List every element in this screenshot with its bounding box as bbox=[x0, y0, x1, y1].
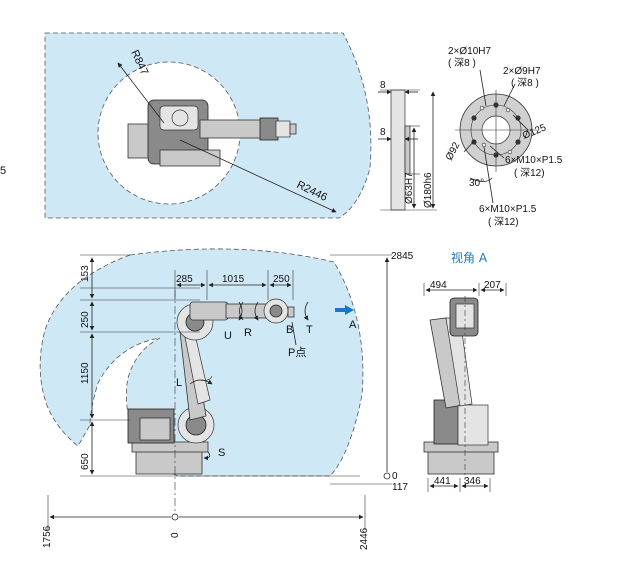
side-view: U R B T L S P点 A 285 1015 250 bbox=[39, 248, 414, 550]
hole2-depth: ( 深8 ) bbox=[511, 77, 539, 89]
view-a-dim-494: 494 bbox=[430, 280, 447, 291]
flange-bolt-holes bbox=[471, 102, 521, 158]
axis-b: B bbox=[286, 324, 293, 336]
tool-center-point-label: P点 bbox=[288, 346, 306, 359]
r2446-leader bbox=[179, 139, 337, 213]
flange-shaft-diameter: Ø63H7 bbox=[404, 172, 415, 204]
side-view-robot bbox=[127, 298, 295, 475]
thread1-spec: 6×M10×P1.5 bbox=[505, 155, 563, 166]
dim-left-650: 650 bbox=[80, 453, 91, 470]
dim-top-1015: 1015 bbox=[222, 274, 245, 285]
pcd-92-label: Ø92 bbox=[444, 140, 463, 162]
axis-t: T bbox=[306, 324, 313, 336]
ruler-zero: 0 bbox=[170, 532, 181, 538]
view-a-arrow bbox=[335, 305, 354, 315]
top-view-robot bbox=[127, 99, 297, 167]
view-a-dim-346: 346 bbox=[464, 476, 481, 487]
axis-r: R bbox=[244, 327, 252, 339]
thread2-depth: ( 深12) bbox=[488, 216, 519, 228]
ruler-right-2446: 2446 bbox=[359, 527, 370, 550]
axis-u: U bbox=[224, 330, 232, 342]
ruler-left-1756: 1756 bbox=[42, 525, 53, 548]
edge-fragment-text: 5 bbox=[0, 165, 6, 177]
flange-profile-plate bbox=[390, 89, 406, 211]
dim-top-250: 250 bbox=[273, 274, 290, 285]
dim-left-250: 250 bbox=[80, 311, 91, 328]
flange-thickness-1: 8 bbox=[380, 80, 386, 91]
top-view: R847 R2446 bbox=[44, 32, 372, 219]
top-height-2845: 2845 bbox=[391, 251, 414, 262]
zero-height-label: 0 bbox=[392, 471, 398, 482]
hole1-depth: ( 深8 ) bbox=[448, 57, 476, 69]
thread1-depth: ( 深12) bbox=[514, 167, 545, 179]
view-a-dim-441: 441 bbox=[434, 476, 451, 487]
view-a-robot bbox=[423, 296, 499, 480]
hole1-spec: 2×Ø10H7 bbox=[448, 46, 492, 57]
dim-top-285: 285 bbox=[176, 274, 193, 285]
angle-label: 30° bbox=[469, 178, 484, 189]
flange-outer-diameter: Ø180h6 bbox=[423, 172, 434, 208]
flange-thickness-2: 8 bbox=[380, 127, 386, 138]
axis-s: S bbox=[218, 447, 225, 459]
view-a: 视角 A 494 207 441 346 bbox=[423, 250, 507, 492]
axis-l: L bbox=[176, 377, 182, 389]
flange-profile-hub bbox=[404, 125, 411, 175]
r847-leader bbox=[117, 62, 165, 124]
hole2-spec: 2×Ø9H7 bbox=[503, 66, 541, 77]
dim-left-1150: 1150 bbox=[80, 362, 91, 384]
dim-left-153: 153 bbox=[80, 265, 91, 282]
view-a-title: 视角 A bbox=[451, 250, 488, 265]
flange-detail: 8 8 Ø63H7 Ø180h6 2×Ø10H7 ( 深8 ) 2×Ø bbox=[378, 46, 563, 228]
view-a-dim-207: 207 bbox=[484, 280, 501, 291]
floor-offset-117: 117 bbox=[392, 482, 408, 493]
view-a-arrow-label: A bbox=[349, 319, 357, 331]
thread2-spec: 6×M10×P1.5 bbox=[479, 204, 537, 215]
